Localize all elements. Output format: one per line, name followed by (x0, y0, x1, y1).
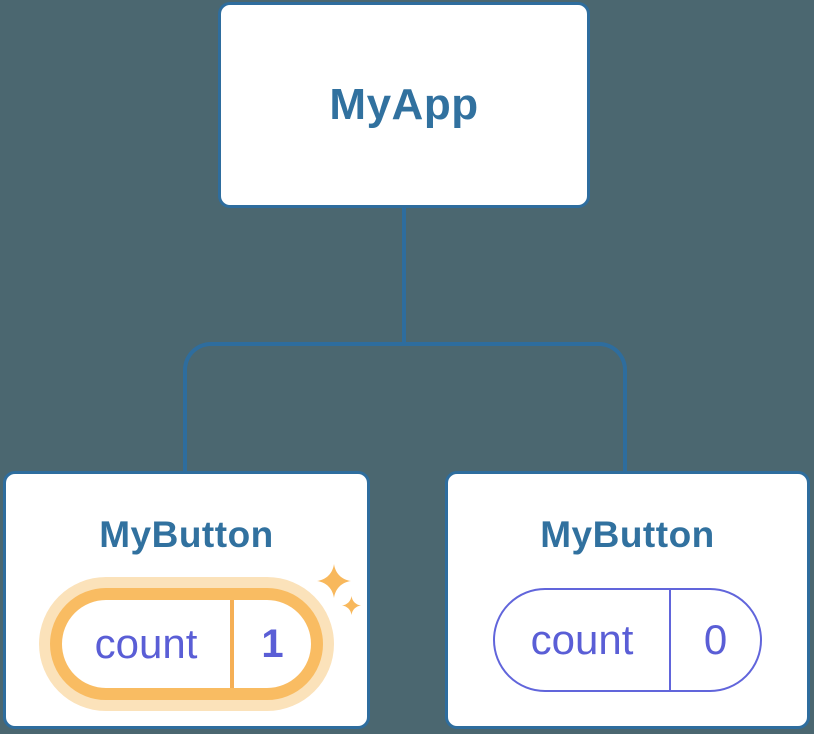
state-pill: count 0 (493, 588, 762, 692)
button-node-left-label: MyButton (99, 514, 274, 555)
state-pill-highlighted: count 1 (50, 588, 323, 700)
sparkle-icon-small (342, 596, 361, 615)
state-divider (669, 590, 671, 690)
button-node-right: MyButton count 0 (445, 471, 810, 729)
connector-bracket (183, 342, 627, 472)
sparkle-icon-shape (317, 564, 351, 598)
sparkle-icon-large (317, 564, 351, 598)
app-node: MyApp (218, 2, 590, 208)
connector-stem (402, 208, 406, 344)
button-node-left: MyButton count 1 (3, 471, 370, 729)
state-value-label: 0 (703, 616, 728, 663)
state-key-label: count (94, 620, 198, 667)
state-key-label: count (530, 616, 634, 663)
state-divider (230, 600, 234, 688)
state-value-label: 1 (261, 621, 284, 666)
app-node-label: MyApp (329, 80, 479, 129)
sparkle-icon-shape (342, 596, 361, 615)
button-node-right-label: MyButton (540, 514, 715, 555)
